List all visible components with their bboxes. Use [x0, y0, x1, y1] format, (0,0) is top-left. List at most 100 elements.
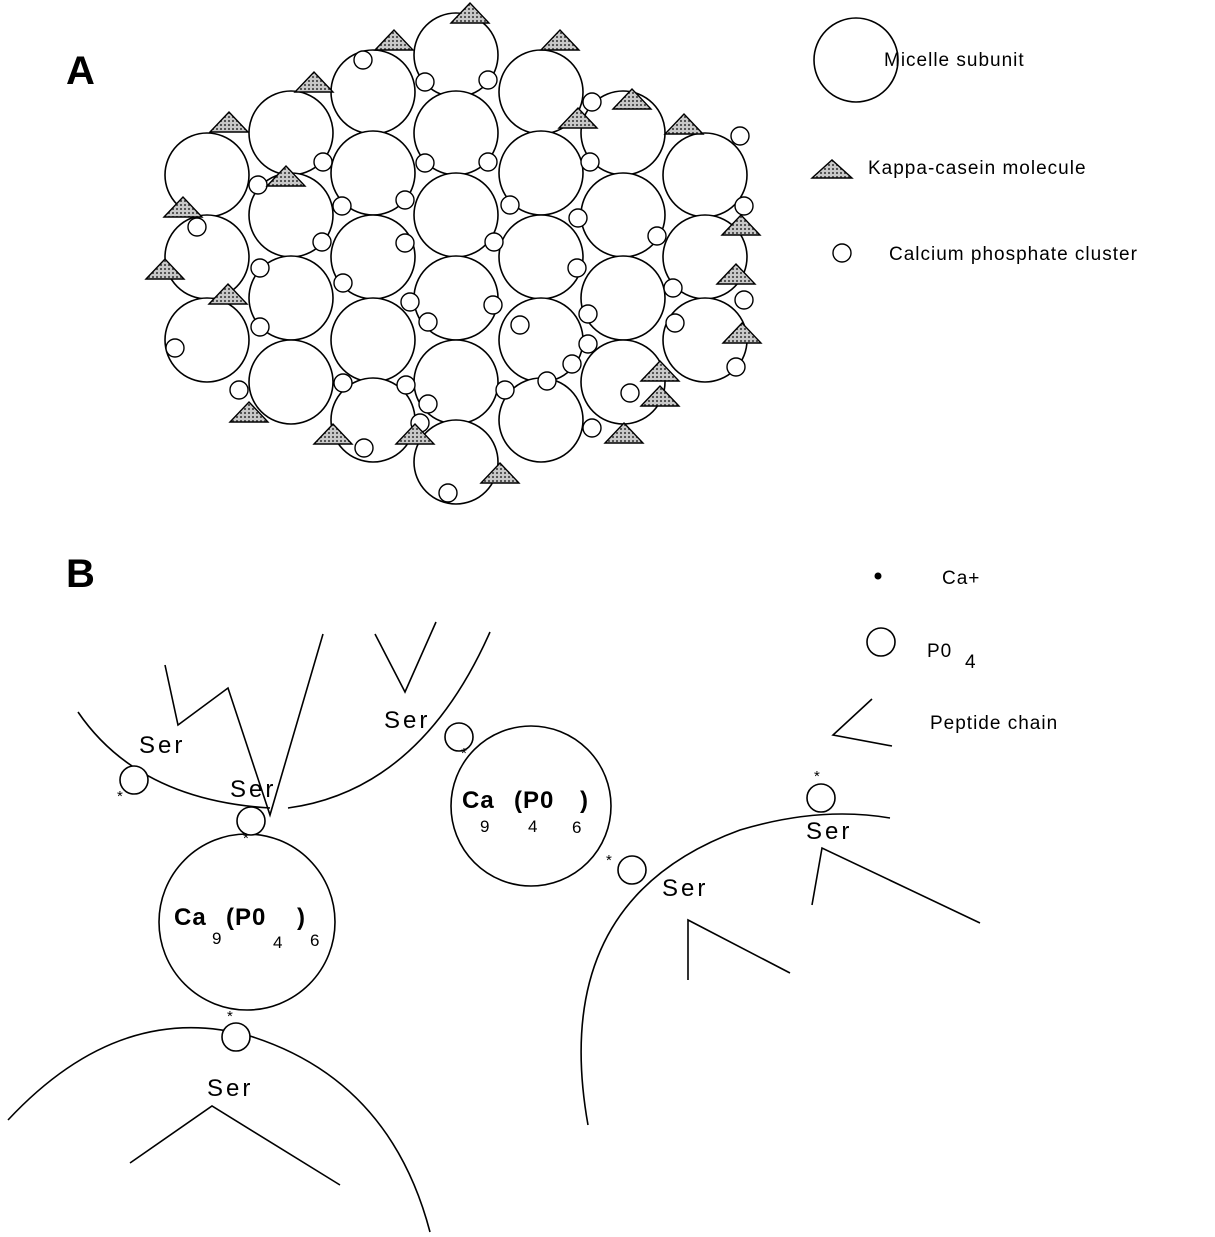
micelle-subunit	[581, 340, 665, 424]
calcium-phosphate-cluster	[313, 233, 331, 251]
legend-kappa-casein-label: Kappa-casein molecule	[868, 158, 1087, 179]
calcium-phosphate-cluster	[735, 197, 753, 215]
ca-asterisk: *	[243, 830, 249, 847]
calcium-phosphate-cluster	[334, 374, 352, 392]
micelle-model	[146, 3, 761, 504]
peptide-chain-bottom	[130, 1106, 340, 1185]
calcium-phosphate-cluster	[735, 291, 753, 309]
ca-asterisk: *	[117, 788, 123, 805]
calcium-phosphate-cluster	[314, 153, 332, 171]
svg-text:6: 6	[572, 818, 581, 837]
ser-label: Ser	[662, 875, 708, 902]
micelle-subunit	[581, 256, 665, 340]
calcium-phosphate-cluster	[511, 316, 529, 334]
ser-label: Ser	[806, 818, 852, 845]
calcium-phosphate-cluster	[485, 233, 503, 251]
legend-ca-dot-icon	[875, 573, 882, 580]
calcium-phosphate-cluster	[538, 372, 556, 390]
micelle-subunit	[165, 215, 249, 299]
kappa-casein-molecule	[665, 114, 703, 134]
calcium-phosphate-cluster	[439, 484, 457, 502]
ca-asterisk: *	[461, 745, 467, 762]
legend-b: Ca+ P0 4 Peptide chain	[833, 568, 1058, 746]
calcium-phosphate-cluster	[563, 355, 581, 373]
phosphoserine-bridges: * * * * * * Ser Ser Ser Ser Ser Ser Ca 9…	[8, 622, 980, 1232]
peptide-chain-v-top	[375, 622, 436, 692]
po4-circle	[120, 766, 148, 794]
calcium-phosphate-cluster	[479, 153, 497, 171]
svg-text:4: 4	[528, 817, 537, 836]
svg-text:(P0: (P0	[514, 787, 554, 814]
panel-b-label: B	[66, 552, 95, 596]
calcium-phosphate-cluster	[355, 439, 373, 457]
po4-circle	[237, 807, 265, 835]
svg-text:9: 9	[212, 929, 221, 948]
calcium-phosphate-cluster	[731, 127, 749, 145]
po4-circle	[807, 784, 835, 812]
kappa-casein-molecule	[541, 30, 579, 50]
svg-text:9: 9	[480, 817, 489, 836]
po4-circle	[445, 723, 473, 751]
calcium-phosphate-cluster	[664, 279, 682, 297]
legend-peptide-chain-label: Peptide chain	[930, 713, 1058, 734]
micelle-subunit	[663, 133, 747, 217]
calcium-phosphate-cluster	[568, 259, 586, 277]
calcium-phosphate-cluster	[249, 176, 267, 194]
peptide-chain-right-top	[812, 848, 980, 923]
micelle-subunit	[331, 298, 415, 382]
calcium-phosphate-cluster	[581, 153, 599, 171]
legend-calcium-phosphate-icon	[833, 244, 851, 262]
kappa-casein-molecule	[605, 423, 643, 443]
calcium-phosphate-cluster	[501, 196, 519, 214]
svg-text:): )	[580, 787, 589, 814]
calcium-phosphate-cluster	[621, 384, 639, 402]
panel-a-label: A	[66, 49, 95, 93]
micelle-subunit	[499, 215, 583, 299]
calcium-phosphate-cluster	[496, 381, 514, 399]
kappa-casein-molecule	[375, 30, 413, 50]
calcium-phosphate-cluster	[648, 227, 666, 245]
calcium-phosphate-cluster	[166, 339, 184, 357]
calcium-phosphate-cluster	[484, 296, 502, 314]
po4-circle	[618, 856, 646, 884]
legend-peptide-chain-icon	[833, 699, 892, 746]
legend-po4-icon	[867, 628, 895, 656]
calcium-phosphate-cluster	[479, 71, 497, 89]
ca-asterisk: *	[606, 852, 612, 869]
ser-label: Ser	[207, 1075, 253, 1102]
calcium-phosphate-cluster	[396, 191, 414, 209]
svg-text:4: 4	[273, 933, 282, 952]
ser-label: Ser	[139, 732, 185, 759]
calcium-phosphate-cluster	[251, 318, 269, 336]
ser-label: Ser	[230, 776, 276, 803]
calcium-phosphate-cluster	[188, 218, 206, 236]
calcium-phosphate-cluster	[583, 419, 601, 437]
calcium-phosphate-cluster	[569, 209, 587, 227]
bottom-micelle-arc	[8, 1028, 430, 1232]
svg-text:Ca: Ca	[174, 904, 207, 931]
calcium-phosphate-cluster	[666, 314, 684, 332]
po4-circle	[222, 1023, 250, 1051]
calcium-phosphate-cluster	[416, 73, 434, 91]
calcium-phosphate-cluster	[396, 234, 414, 252]
calcium-phosphate-cluster	[419, 395, 437, 413]
legend-micelle-subunit-label: Micelle subunit	[884, 50, 1025, 71]
svg-text:): )	[297, 904, 306, 931]
legend-po4-label: P0	[927, 641, 952, 662]
calcium-phosphate-cluster	[251, 259, 269, 277]
micelle-subunit	[331, 50, 415, 134]
calcium-phosphate-cluster	[579, 335, 597, 353]
legend-po4-subscript: 4	[965, 652, 977, 673]
legend-calcium-phosphate-label: Calcium phosphate cluster	[889, 244, 1138, 265]
svg-text:(P0: (P0	[226, 904, 266, 931]
ser-label: Ser	[384, 707, 430, 734]
micelle-subunit	[249, 340, 333, 424]
kappa-casein-molecule	[295, 72, 333, 92]
peptide-chain-right-middle	[688, 920, 790, 980]
calcium-phosphate-cluster	[333, 197, 351, 215]
legend-kappa-casein-icon	[812, 160, 852, 178]
calcium-phosphate-cluster	[416, 154, 434, 172]
calcium-phosphate-cluster	[579, 305, 597, 323]
calcium-phosphate-cluster	[230, 381, 248, 399]
svg-text:Ca: Ca	[462, 787, 495, 814]
